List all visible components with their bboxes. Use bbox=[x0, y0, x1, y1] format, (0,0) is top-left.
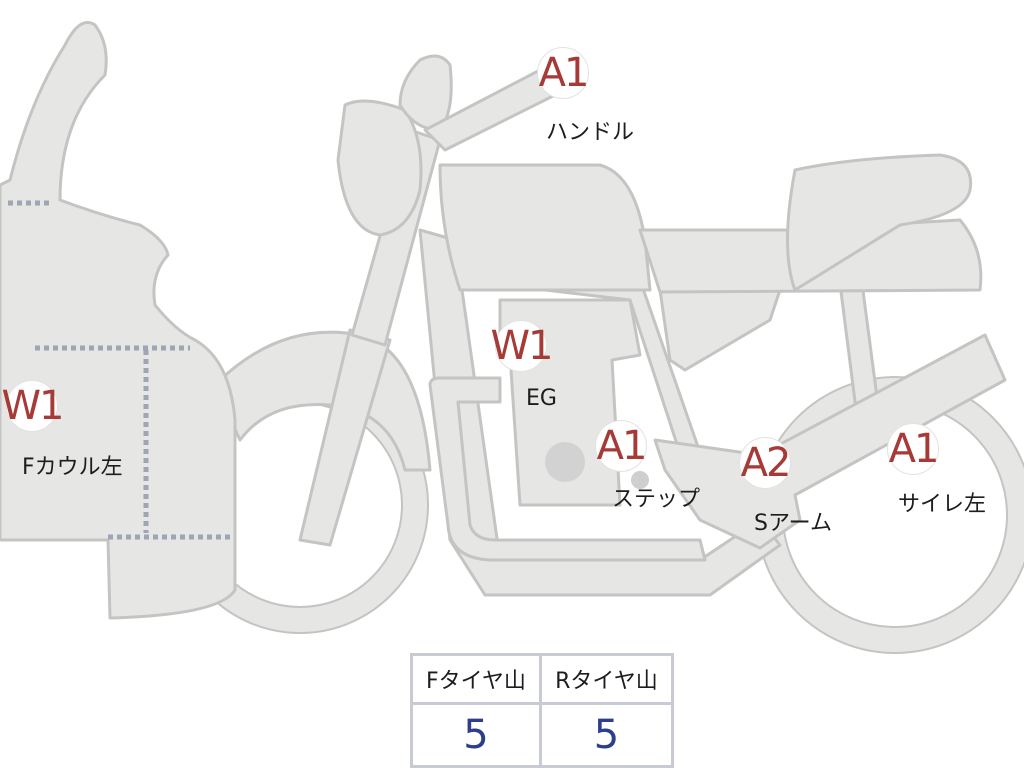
engine-cover bbox=[545, 442, 585, 482]
rear-tire-value: 5 bbox=[540, 704, 672, 767]
handle-label: ハンドル bbox=[546, 114, 634, 146]
front-tire-header: Fタイヤ山 bbox=[412, 655, 541, 704]
engine-label: EG bbox=[526, 386, 557, 411]
tire-tread-table: Fタイヤ山 Rタイヤ山 5 5 bbox=[410, 653, 674, 768]
tire-table-value-row: 5 5 bbox=[412, 704, 673, 767]
handle-grade-badge: A1 bbox=[537, 47, 589, 99]
front-cowl-label: Fカウル左 bbox=[22, 449, 123, 481]
silencer-label: サイレ左 bbox=[898, 486, 986, 518]
step-label: ステップ bbox=[612, 481, 700, 513]
rear-tire-header: Rタイヤ山 bbox=[540, 655, 672, 704]
headlight bbox=[338, 101, 421, 235]
side-cover bbox=[660, 290, 780, 370]
fuel-tank bbox=[440, 165, 650, 290]
engine-grade-badge: W1 bbox=[495, 320, 547, 372]
swing-arm-grade-badge: A2 bbox=[739, 437, 791, 489]
silencer-grade-badge: A1 bbox=[887, 423, 939, 475]
step-grade-badge: A1 bbox=[595, 420, 647, 472]
front-cowl bbox=[0, 23, 235, 619]
swing-arm-label: Sアーム bbox=[754, 505, 832, 537]
front-cowl-grade-badge: W1 bbox=[6, 380, 58, 432]
tire-table-header-row: Fタイヤ山 Rタイヤ山 bbox=[412, 655, 673, 704]
front-tire-value: 5 bbox=[412, 704, 541, 767]
